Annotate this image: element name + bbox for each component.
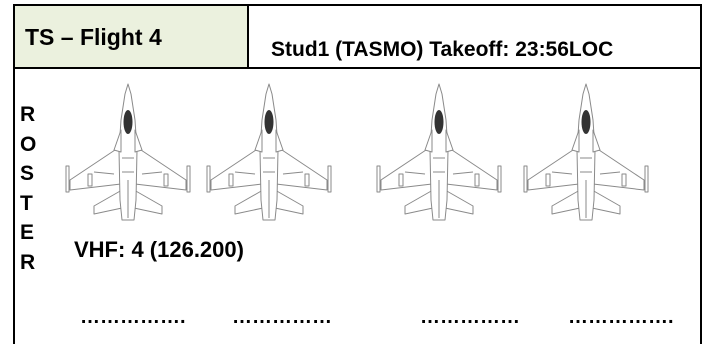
roster-letter: R	[20, 250, 36, 274]
flight-title: TS – Flight 4	[25, 24, 162, 50]
flight-header: TS – Flight 4 Stud1 (TASMO) Takeoff: 23:…	[15, 6, 700, 69]
aircraft-slot-1: …………….	[80, 306, 186, 328]
fighter-jet-icon	[64, 80, 192, 225]
aircraft-slot-4: …………….	[568, 306, 674, 328]
flight-card: TS – Flight 4 Stud1 (TASMO) Takeoff: 23:…	[13, 4, 702, 344]
roster-letter: R	[20, 103, 36, 126]
roster-letter: T	[20, 191, 33, 215]
fighter-jet-icon	[205, 80, 333, 225]
fighter-jet-icon	[375, 80, 503, 225]
roster-letter: S	[20, 162, 35, 185]
vhf-frequency: VHF: 4 (126.200)	[74, 237, 244, 262]
aircraft-slot-3: ……………	[420, 306, 520, 328]
fighter-jet-icon	[522, 80, 650, 225]
roster-label: R O S T E R	[20, 100, 40, 277]
roster-letter: E	[20, 221, 35, 244]
takeoff-info: Stud1 (TASMO) Takeoff: 23:56LOC	[271, 38, 614, 61]
roster-letter: O	[20, 132, 37, 156]
aircraft-slot-2: ……………	[232, 306, 332, 328]
flight-title-cell: TS – Flight 4	[15, 6, 249, 67]
